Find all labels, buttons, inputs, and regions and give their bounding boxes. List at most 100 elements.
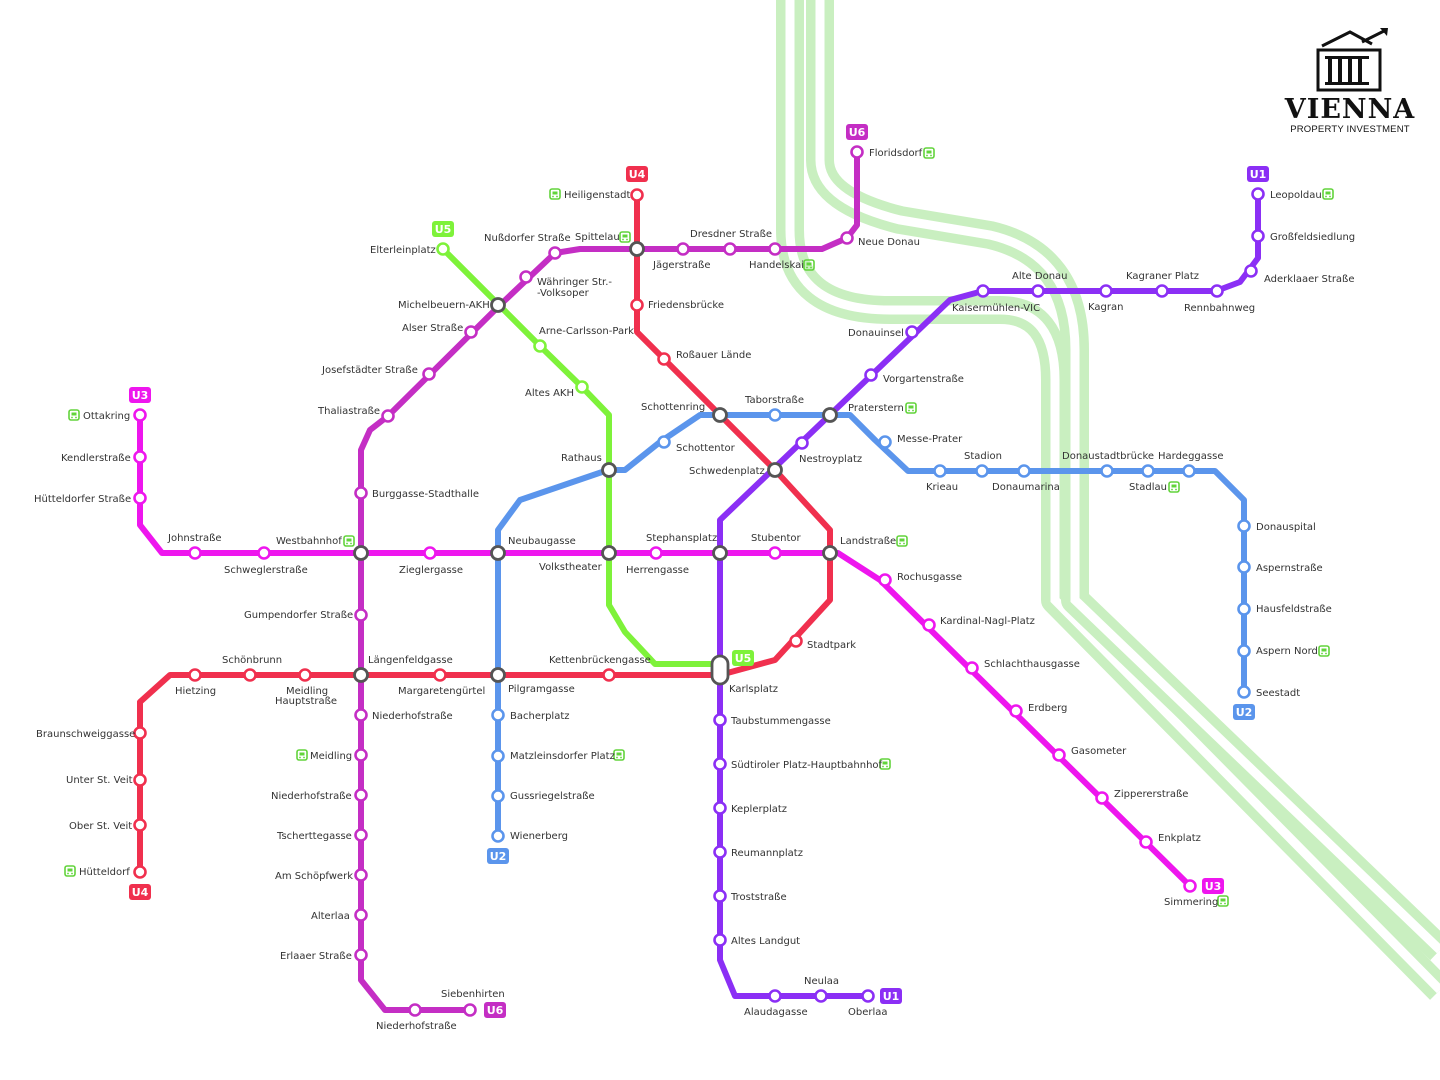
station-dot[interactable] bbox=[463, 1003, 477, 1017]
interchange-station[interactable] bbox=[601, 462, 617, 478]
station-dot[interactable] bbox=[433, 668, 447, 682]
station-dot[interactable] bbox=[1237, 685, 1251, 699]
station-dot[interactable] bbox=[1141, 464, 1155, 478]
station-dot[interactable] bbox=[878, 573, 892, 587]
station-dot[interactable] bbox=[933, 464, 947, 478]
station-dot[interactable] bbox=[1237, 602, 1251, 616]
station-dot[interactable] bbox=[1139, 835, 1153, 849]
station-dot[interactable] bbox=[133, 450, 147, 464]
station-dot[interactable] bbox=[1031, 284, 1045, 298]
station-dot[interactable] bbox=[649, 546, 663, 560]
station-dot[interactable] bbox=[1251, 187, 1265, 201]
station-dot[interactable] bbox=[657, 352, 671, 366]
station-dot[interactable] bbox=[676, 242, 690, 256]
station-dot[interactable] bbox=[864, 368, 878, 382]
station-dot[interactable] bbox=[408, 1003, 422, 1017]
station-dot[interactable] bbox=[354, 486, 368, 500]
station-dot[interactable] bbox=[1251, 229, 1265, 243]
interchange-station[interactable] bbox=[601, 545, 617, 561]
station-dot[interactable] bbox=[1155, 284, 1169, 298]
station-dot[interactable] bbox=[1052, 748, 1066, 762]
station-dot[interactable] bbox=[1009, 704, 1023, 718]
station-dot[interactable] bbox=[768, 546, 782, 560]
station-dot[interactable] bbox=[1182, 464, 1196, 478]
station-dot[interactable] bbox=[354, 868, 368, 882]
station-dot[interactable] bbox=[491, 708, 505, 722]
interchange-station[interactable] bbox=[490, 667, 506, 683]
station-dot[interactable] bbox=[1183, 879, 1197, 893]
interchange-station[interactable] bbox=[712, 545, 728, 561]
station-dot[interactable] bbox=[491, 749, 505, 763]
station-dot[interactable] bbox=[768, 242, 782, 256]
station-dot[interactable] bbox=[188, 546, 202, 560]
interchange-station[interactable] bbox=[822, 545, 838, 561]
station-dot[interactable] bbox=[768, 408, 782, 422]
station-dot[interactable] bbox=[533, 339, 547, 353]
station-dot[interactable] bbox=[298, 668, 312, 682]
station-dot[interactable] bbox=[257, 546, 271, 560]
station-dot[interactable] bbox=[381, 409, 395, 423]
station-dot[interactable] bbox=[354, 908, 368, 922]
station-dot[interactable] bbox=[922, 618, 936, 632]
station-dot[interactable] bbox=[133, 818, 147, 832]
interchange-station[interactable] bbox=[490, 545, 506, 561]
station-dot[interactable] bbox=[850, 145, 864, 159]
station-dot[interactable] bbox=[713, 757, 727, 771]
interchange-station[interactable] bbox=[629, 241, 645, 257]
station-dot[interactable] bbox=[354, 608, 368, 622]
station-dot[interactable] bbox=[423, 546, 437, 560]
station-dot[interactable] bbox=[354, 788, 368, 802]
station-dot[interactable] bbox=[133, 865, 147, 879]
station-dot[interactable] bbox=[519, 270, 533, 284]
station-dot[interactable] bbox=[814, 989, 828, 1003]
station-dot[interactable] bbox=[133, 491, 147, 505]
station-dot[interactable] bbox=[133, 773, 147, 787]
station-dot[interactable] bbox=[976, 284, 990, 298]
station-dot[interactable] bbox=[768, 989, 782, 1003]
station-dot[interactable] bbox=[354, 948, 368, 962]
station-dot[interactable] bbox=[133, 408, 147, 422]
station-dot[interactable] bbox=[1100, 464, 1114, 478]
station-dot[interactable] bbox=[1210, 284, 1224, 298]
station-dot[interactable] bbox=[548, 246, 562, 260]
station-dot[interactable] bbox=[713, 713, 727, 727]
interchange-station[interactable] bbox=[712, 407, 728, 423]
station-dot[interactable] bbox=[630, 188, 644, 202]
station-dot[interactable] bbox=[602, 668, 616, 682]
station-dot[interactable] bbox=[1244, 264, 1258, 278]
station-dot[interactable] bbox=[630, 298, 644, 312]
station-dot[interactable] bbox=[491, 829, 505, 843]
station-dot[interactable] bbox=[188, 668, 202, 682]
station-dot[interactable] bbox=[1237, 519, 1251, 533]
interchange-station[interactable] bbox=[822, 407, 838, 423]
station-dot[interactable] bbox=[840, 231, 854, 245]
interchange-station[interactable] bbox=[353, 667, 369, 683]
station-dot[interactable] bbox=[795, 436, 809, 450]
interchange-station[interactable] bbox=[490, 297, 506, 313]
station-dot[interactable] bbox=[905, 325, 919, 339]
station-dot[interactable] bbox=[422, 367, 436, 381]
station-dot[interactable] bbox=[133, 726, 147, 740]
interchange-station-karlsplatz[interactable] bbox=[710, 654, 730, 686]
station-dot[interactable] bbox=[713, 801, 727, 815]
station-dot[interactable] bbox=[713, 845, 727, 859]
station-dot[interactable] bbox=[975, 464, 989, 478]
station-dot[interactable] bbox=[491, 789, 505, 803]
station-dot[interactable] bbox=[657, 435, 671, 449]
station-dot[interactable] bbox=[723, 242, 737, 256]
interchange-station[interactable] bbox=[767, 462, 783, 478]
station-dot[interactable] bbox=[1237, 644, 1251, 658]
interchange-station[interactable] bbox=[353, 545, 369, 561]
station-dot[interactable] bbox=[965, 661, 979, 675]
station-dot[interactable] bbox=[354, 748, 368, 762]
station-dot[interactable] bbox=[713, 933, 727, 947]
station-dot[interactable] bbox=[243, 668, 257, 682]
station-dot[interactable] bbox=[575, 380, 589, 394]
station-dot[interactable] bbox=[878, 435, 892, 449]
station-dot[interactable] bbox=[1017, 464, 1031, 478]
station-dot[interactable] bbox=[464, 325, 478, 339]
station-dot[interactable] bbox=[1095, 791, 1109, 805]
station-dot[interactable] bbox=[354, 708, 368, 722]
station-dot[interactable] bbox=[354, 828, 368, 842]
station-dot[interactable] bbox=[713, 889, 727, 903]
